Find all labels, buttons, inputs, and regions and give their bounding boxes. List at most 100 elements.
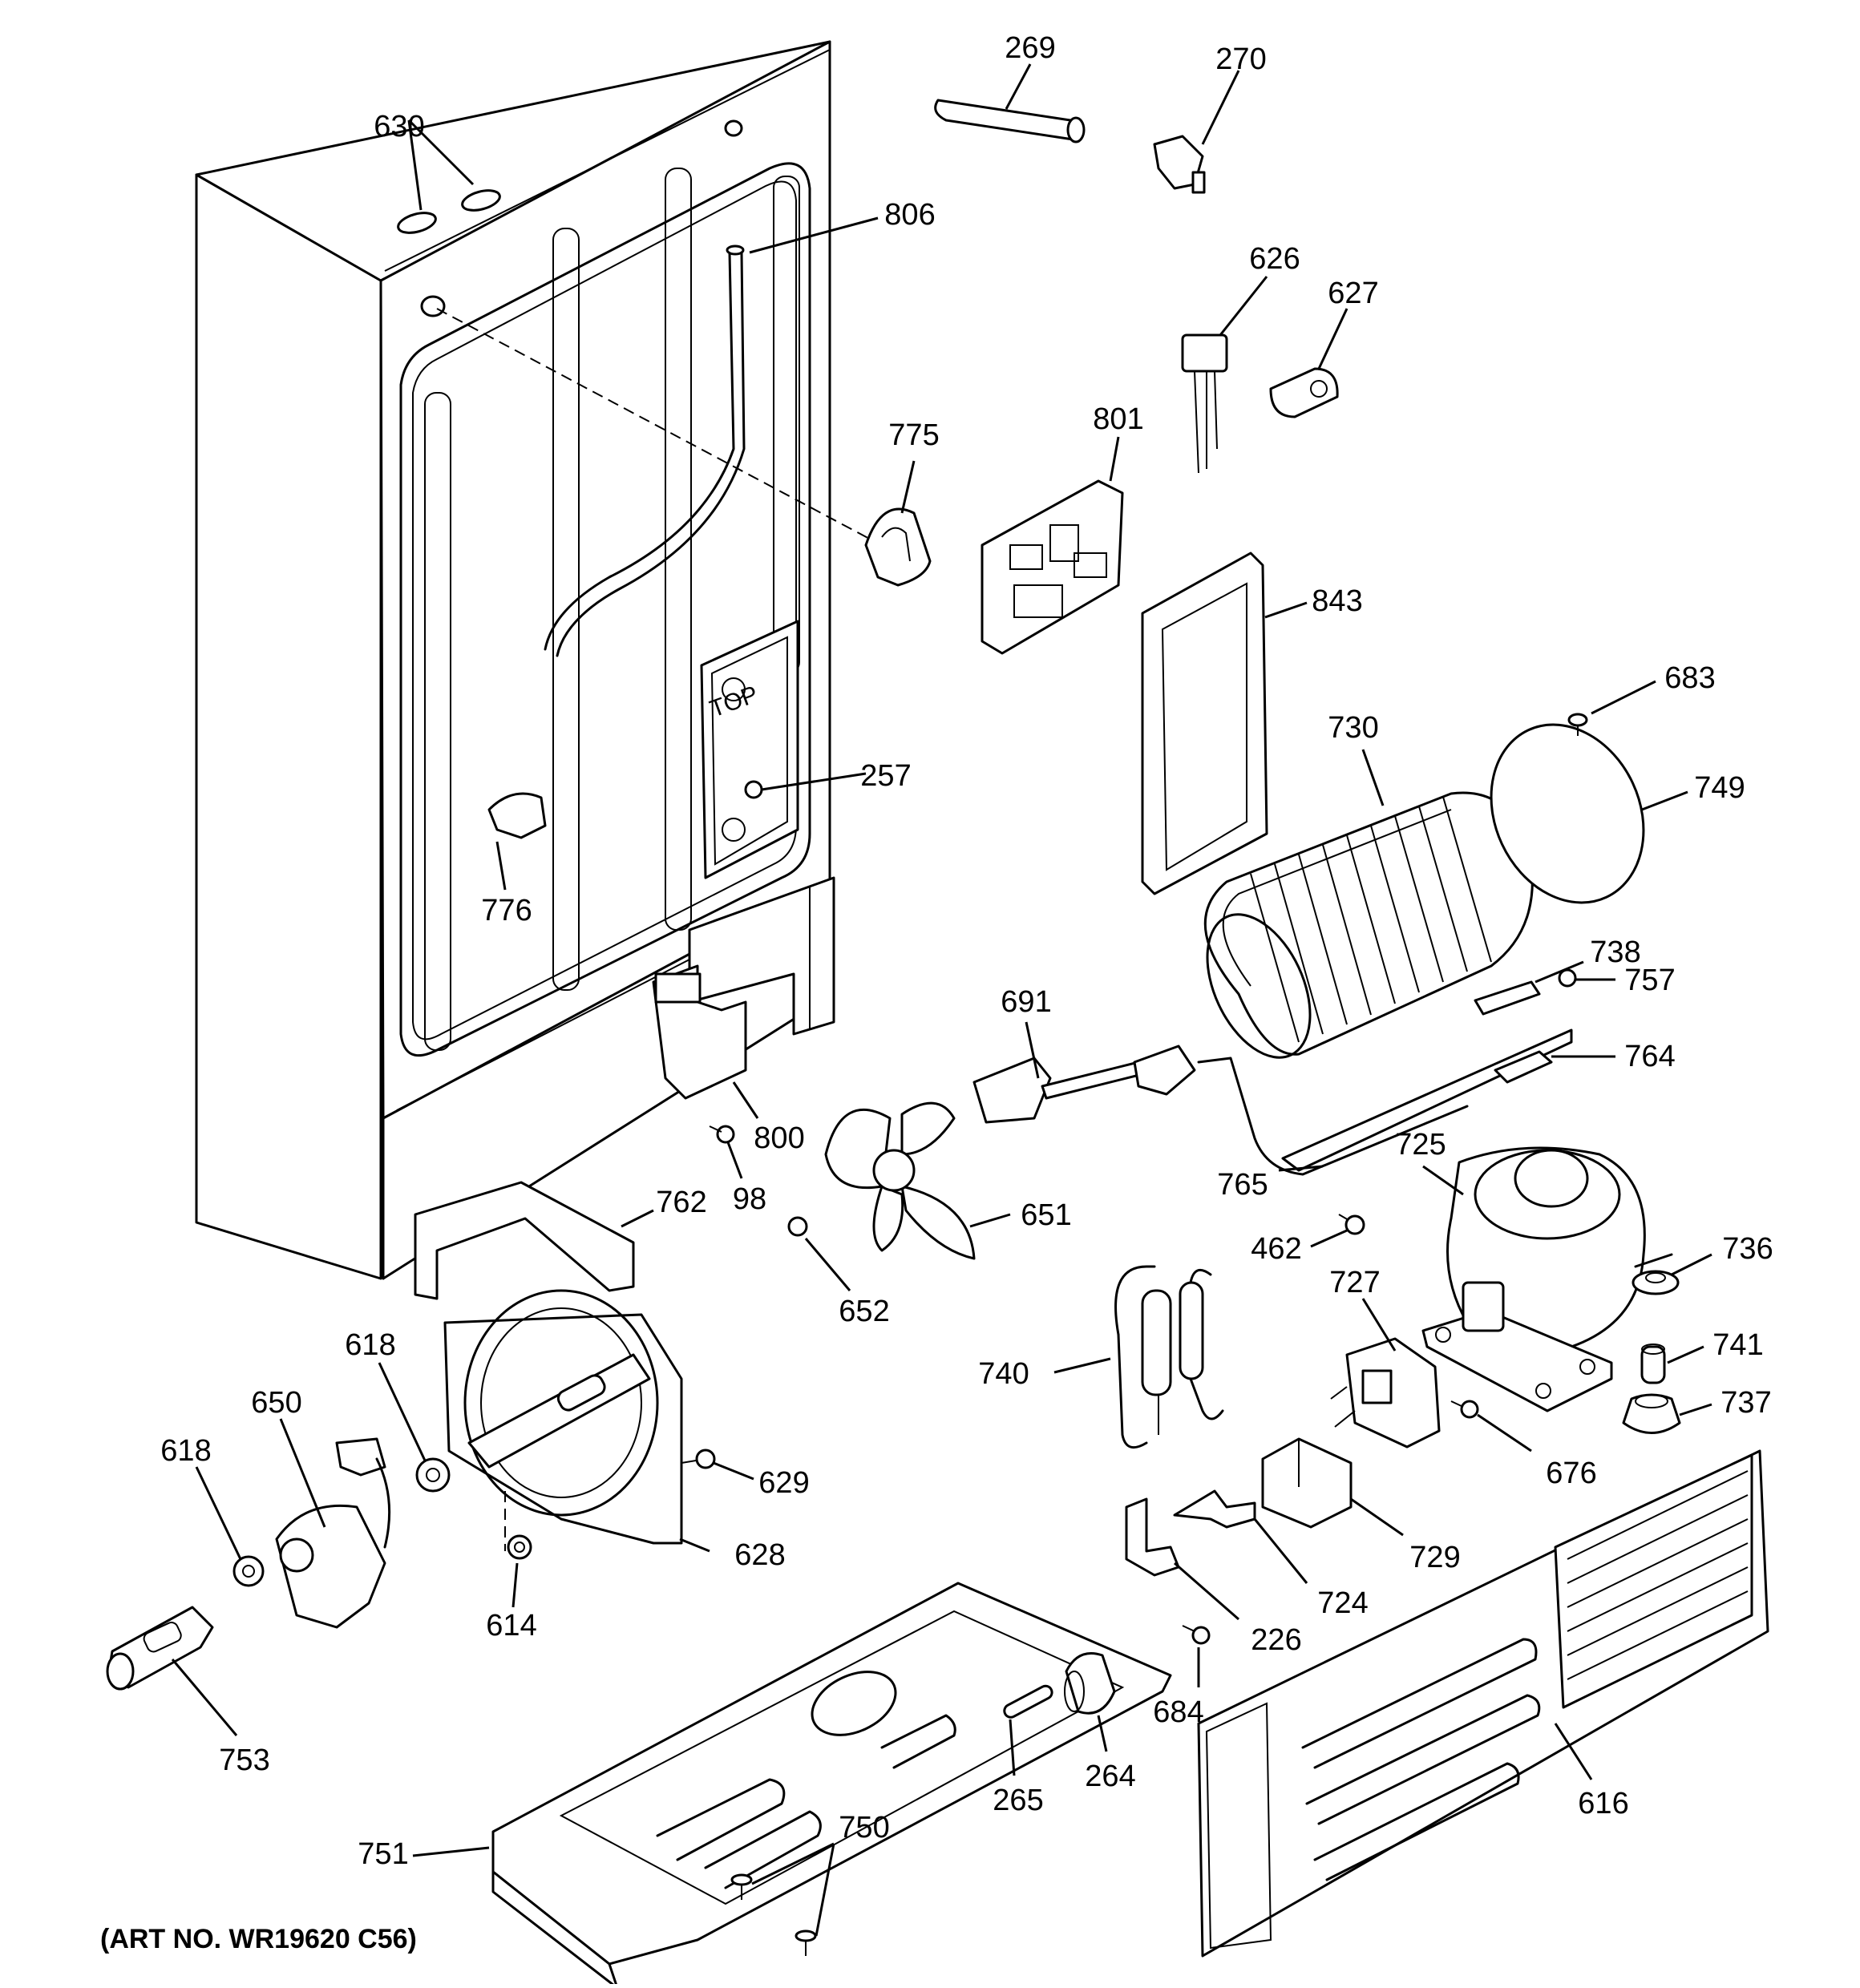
label-729: 729 [1409,1541,1460,1574]
label-462: 462 [1251,1232,1301,1266]
part-226-bracket [1125,1497,1239,1621]
label-618-lower: 618 [160,1434,211,1468]
label-676: 676 [1546,1457,1596,1490]
label-776: 776 [481,894,532,927]
label-226: 226 [1251,1623,1301,1657]
part-757-screw [1558,968,1615,988]
label-684: 684 [1153,1695,1203,1729]
label-98: 98 [733,1182,766,1216]
label-762: 762 [656,1186,706,1219]
part-753-duct [106,1606,238,1736]
label-626: 626 [1249,242,1300,276]
label-683: 683 [1664,661,1715,695]
part-765-tube [1197,1028,1573,1176]
label-730: 730 [1328,711,1378,745]
part-462-screw [1310,1214,1365,1248]
label-627: 627 [1328,277,1378,310]
label-629: 629 [758,1466,809,1500]
label-751: 751 [358,1837,408,1871]
label-736: 736 [1722,1232,1773,1266]
part-727-relay [1330,1298,1441,1449]
part-738-bracket [1474,960,1584,1016]
part-629-screw [681,1449,754,1481]
label-725: 725 [1395,1128,1446,1162]
part-614-grommet [504,1491,532,1608]
part-683-screw [1567,680,1656,736]
part-801-control-board [981,436,1124,655]
part-650-fan-motor [275,1418,391,1629]
part-725-compressor [1421,1146,1673,1412]
part-750-screws [730,1842,835,1956]
part-98-screw [709,1125,743,1179]
label-740: 740 [978,1357,1029,1391]
label-800: 800 [754,1121,804,1155]
label-775: 775 [888,418,939,452]
label-753: 753 [219,1744,269,1777]
part-762-seal [414,1181,654,1300]
label-270: 270 [1215,42,1266,76]
label-749: 749 [1694,771,1745,805]
part-labels: 269 270 630 806 626 627 775 801 843 683 … [160,31,1773,1871]
label-737: 737 [1720,1386,1771,1420]
part-737-grommet [1622,1393,1712,1434]
label-806: 806 [884,198,935,232]
part-740-dryer [1053,1265,1224,1449]
part-736-grommet [1632,1253,1712,1295]
part-730-condenser [1203,749,1534,1059]
label-651: 651 [1021,1198,1071,1232]
label-257: 257 [860,759,911,793]
part-269-tube [934,63,1086,143]
part-741-sleeve [1640,1344,1704,1384]
part-616-grille [1197,1449,1769,1958]
part-800-bracket [652,964,759,1119]
part-618-grommet-upper [378,1362,451,1493]
part-257-fasteners [744,772,867,799]
label-628: 628 [734,1538,785,1572]
label-616: 616 [1578,1787,1628,1820]
part-776-clip [487,792,547,891]
label-843: 843 [1312,584,1362,618]
label-765: 765 [1217,1168,1268,1202]
label-741: 741 [1712,1328,1763,1362]
part-724-wire [1173,1489,1308,1584]
part-676-screw [1450,1400,1532,1453]
part-691-heater [972,1021,1196,1124]
part-751-base [412,1582,1172,1988]
art-number: (ART NO. WR19620 C56) [100,1924,417,1954]
label-727: 727 [1329,1266,1380,1299]
part-684-screw [1182,1625,1211,1687]
label-764: 764 [1624,1040,1675,1073]
part-729-cover [1261,1437,1404,1537]
part-775-grommet [864,460,932,587]
part-264-roller [1064,1652,1116,1752]
label-265: 265 [993,1784,1043,1817]
label-750: 750 [839,1811,889,1845]
label-269: 269 [1005,31,1055,65]
part-626-connector [1181,276,1268,474]
label-614: 614 [486,1609,536,1643]
part-618-grommet-lower [195,1466,265,1587]
label-264: 264 [1085,1760,1135,1793]
label-757: 757 [1624,964,1675,997]
part-265-pin [1003,1684,1053,1776]
part-652-nut [787,1216,851,1291]
label-618-upper: 618 [345,1328,395,1362]
label-801: 801 [1093,402,1143,436]
label-650: 650 [251,1386,301,1420]
part-749-cover [1490,723,1688,904]
label-724: 724 [1317,1586,1368,1620]
label-738: 738 [1590,935,1640,969]
part-806-drain-tube [544,216,879,657]
part-270-clamp [1153,70,1240,194]
part-764-bracket [1494,1050,1615,1084]
label-691: 691 [1001,985,1051,1019]
part-843-gasket [1141,552,1308,895]
part-651-fan-blade [824,1101,1011,1260]
label-630: 630 [374,110,424,143]
part-628-shroud [443,1289,710,1553]
label-652: 652 [839,1295,889,1328]
part-627-clip [1269,308,1348,418]
part-630-plugs [397,119,501,234]
